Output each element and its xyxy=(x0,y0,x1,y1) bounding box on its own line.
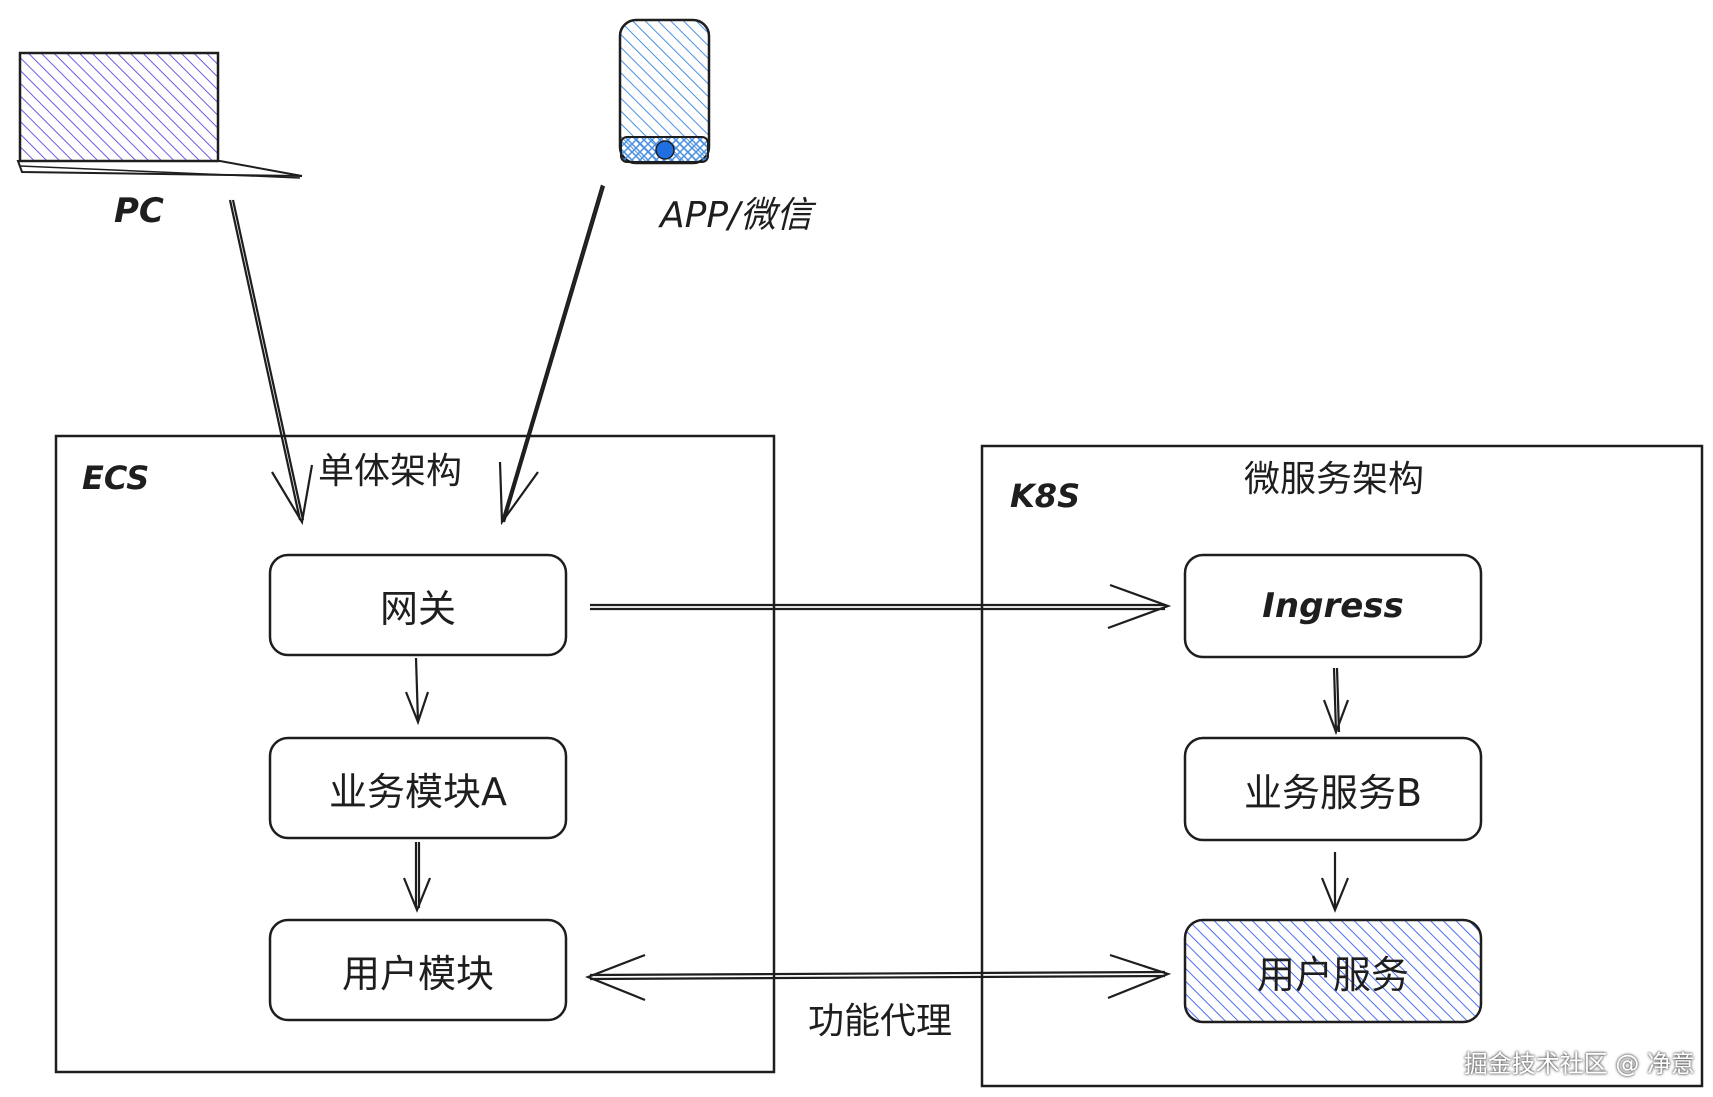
arrow-pc-to-gateway xyxy=(228,199,314,526)
k8s-container xyxy=(980,444,1704,1088)
k8s-tag: K8S xyxy=(1010,477,1081,515)
gateway-box xyxy=(268,553,568,657)
pc-label: PC xyxy=(114,191,164,231)
arrow-gateway-to-module-a xyxy=(404,657,430,726)
user-module-box xyxy=(268,918,568,1022)
arrow-ingress-to-service-b xyxy=(1322,667,1350,736)
user-module-label: 用户模块 xyxy=(341,951,494,996)
app-label: APP/微信 xyxy=(660,195,813,236)
arrow-proxy-bidirectional xyxy=(585,953,1172,1002)
k8s-title: 微服务架构 xyxy=(1244,459,1425,500)
service-b-box xyxy=(1183,736,1483,842)
arrow-module-a-to-user-module xyxy=(402,842,432,913)
phone-icon xyxy=(618,18,711,165)
module-a-label: 业务模块A xyxy=(329,769,507,814)
proxy-label: 功能代理 xyxy=(808,1001,953,1042)
user-service-label: 用户服务 xyxy=(1256,952,1409,997)
arrow-gateway-to-ingress xyxy=(590,583,1172,630)
laptop-icon xyxy=(16,51,303,179)
gateway-label: 网关 xyxy=(379,586,456,631)
ingress-box xyxy=(1183,553,1483,659)
ecs-tag: ECS xyxy=(82,459,150,497)
ecs-title: 单体架构 xyxy=(318,451,463,492)
ecs-container xyxy=(54,434,776,1074)
ingress-label: Ingress xyxy=(1262,586,1404,626)
arrow-service-b-to-user-service xyxy=(1320,852,1350,913)
module-a-box xyxy=(268,736,568,840)
arrow-app-to-gateway xyxy=(498,184,606,526)
watermark: 掘金技术社区 @ 净意 xyxy=(1463,1050,1695,1078)
service-b-label: 业务服务B xyxy=(1243,770,1423,815)
user-service-box xyxy=(1183,918,1483,1024)
